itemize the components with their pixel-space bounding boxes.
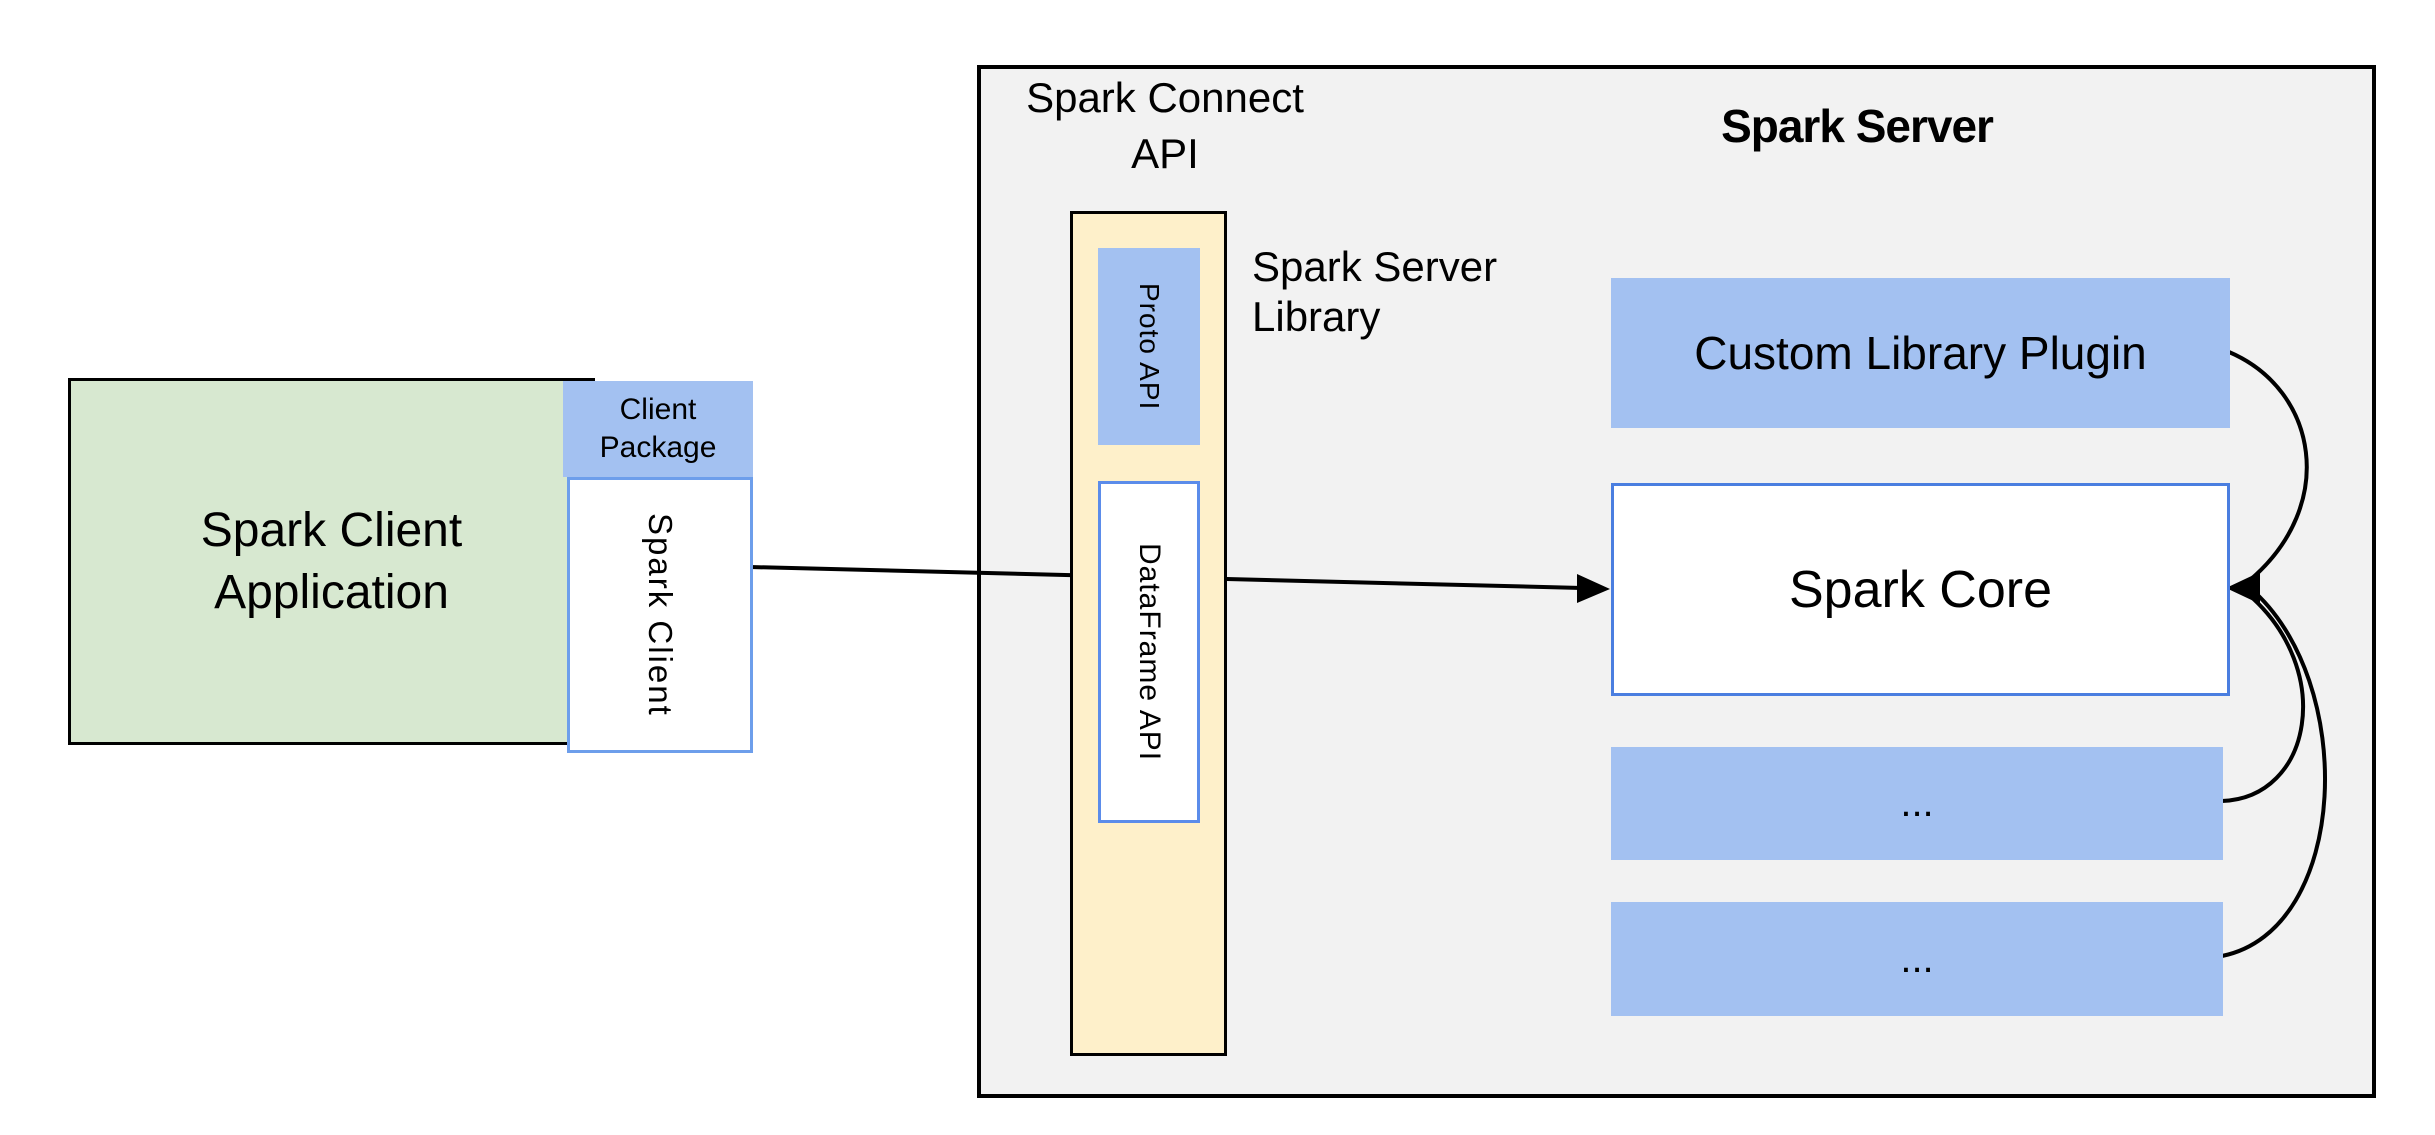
client-package-box: Client Package	[563, 381, 753, 477]
spark-connect-api-title: Spark Connect API	[985, 70, 1345, 182]
spark-core-box: Spark Core	[1611, 483, 2230, 696]
proto-api-box: Proto API	[1098, 248, 1200, 445]
spark-server-library-title: Spark Server Library	[1252, 242, 1592, 342]
spark-client-application-label-line2: Application	[214, 565, 449, 619]
spark-server-title: Spark Server	[1721, 100, 1994, 152]
spark-client-box: Spark Client	[567, 477, 753, 753]
spark-client-application-box: Spark Client Application	[68, 378, 595, 745]
custom-library-plugin-box: Custom Library Plugin	[1611, 278, 2230, 428]
dataframe-api-label: DataFrame API	[1133, 542, 1166, 762]
spark-core-label: Spark Core	[1789, 560, 2052, 619]
custom-library-plugin-label: Custom Library Plugin	[1694, 327, 2147, 379]
ellipsis-label-2: ...	[1900, 936, 1934, 981]
spark-connect-api-title-line1: Spark Connect	[1026, 74, 1304, 121]
spark-client-application-label-line1: Spark Client	[200, 503, 463, 557]
ellipsis-box-2: ...	[1611, 902, 2223, 1016]
spark-client-label: Spark Client	[642, 513, 679, 717]
spark-server-library-column: Proto API DataFrame API	[1070, 211, 1227, 1056]
spark-server-library-title-line1: Spark Server	[1252, 243, 1498, 290]
spark-server-library-title-line2: Library	[1252, 293, 1381, 340]
spark-connect-api-title-line2: API	[1131, 130, 1199, 177]
dataframe-api-box: DataFrame API	[1098, 481, 1200, 823]
proto-api-label: Proto API	[1134, 282, 1165, 411]
ellipsis-box-1: ...	[1611, 747, 2223, 860]
ellipsis-label-1: ...	[1900, 781, 1934, 825]
client-package-label: Client Package	[599, 393, 717, 464]
